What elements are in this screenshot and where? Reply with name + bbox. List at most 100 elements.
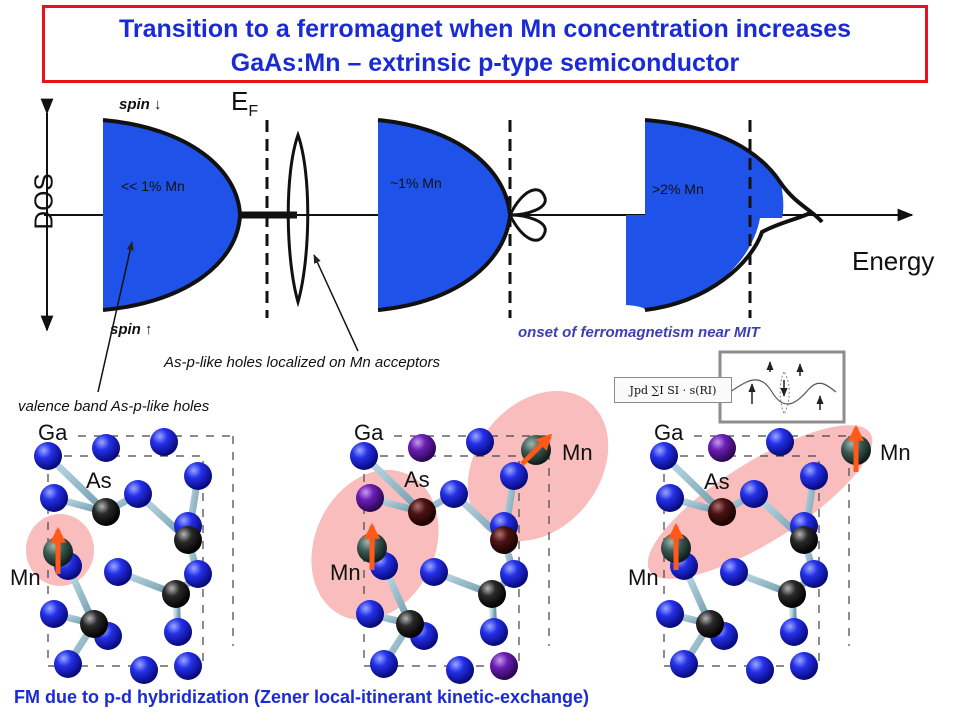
concentration-label-panel-3: >2% Mn	[652, 181, 704, 197]
ga-atom	[466, 428, 494, 456]
title-box: Transition to a ferromagnet when Mn conc…	[42, 5, 928, 83]
crystal-1-mn-label: Mn	[10, 565, 41, 590]
as-neighbor-atom	[408, 434, 436, 462]
ga-atom	[174, 652, 202, 680]
ga-atom	[800, 462, 828, 490]
as-atom	[174, 526, 202, 554]
fermi-letter: E	[231, 86, 249, 116]
ga-atom	[446, 656, 474, 684]
ga-atom	[766, 428, 794, 456]
exchange-inset	[718, 350, 846, 424]
ga-atom	[184, 462, 212, 490]
ga-atom	[92, 434, 120, 462]
crystal-2-mn-label-lower: Mn	[330, 560, 361, 585]
spin-up-arrow-icon: ↑	[145, 321, 153, 338]
ga-atom	[150, 428, 178, 456]
as-atom	[778, 580, 806, 608]
spin-down-label: spin ↓	[119, 96, 162, 113]
concentration-label-panel-2: ~1% Mn	[390, 175, 442, 191]
crystal-3	[647, 424, 873, 684]
ga-atom	[370, 650, 398, 678]
as-atom	[708, 498, 736, 526]
ga-atom	[656, 600, 684, 628]
ga-atom	[670, 650, 698, 678]
band-panel-2	[378, 120, 510, 310]
ga-atom	[356, 600, 384, 628]
as-atom	[490, 526, 518, 554]
crystal-2	[311, 390, 609, 684]
ga-atom	[54, 650, 82, 678]
as-atom	[396, 610, 424, 638]
crystal-3-as-label: As	[704, 469, 730, 494]
crystal-3-ga-label: Ga	[654, 420, 684, 445]
fermi-subscript: F	[248, 103, 259, 121]
ga-atom	[130, 656, 158, 684]
as-neighbor-atom	[708, 434, 736, 462]
spin-up-text: spin	[110, 321, 141, 338]
concentration-label-panel-1: << 1% Mn	[121, 178, 185, 194]
acceptor-loop-panel-1	[286, 130, 310, 308]
as-atom	[162, 580, 190, 608]
ga-atom	[184, 560, 212, 588]
ga-atom	[720, 558, 748, 586]
as-atom	[790, 526, 818, 554]
ga-atom	[656, 484, 684, 512]
ga-atom	[420, 558, 448, 586]
fermi-level-label: EF	[231, 86, 258, 121]
ga-atom	[480, 618, 508, 646]
band-panel-3	[626, 120, 784, 310]
ga-atom	[746, 656, 774, 684]
crystal-1-ga-label: Ga	[38, 420, 68, 445]
band-edge-upper-panel-3	[644, 118, 824, 224]
ga-atom	[440, 480, 468, 508]
ga-atom	[650, 442, 678, 470]
crystal-1	[26, 428, 234, 684]
holes-localized-annotation: As-p-like holes localized on Mn acceptor…	[164, 354, 440, 371]
mn-spin-arrow-icon	[520, 433, 553, 466]
band-edge-lower-panel-3	[644, 210, 814, 312]
crystal-2-ga-label: Ga	[354, 420, 384, 445]
dos-diagram	[40, 98, 914, 393]
as-atom	[696, 610, 724, 638]
energy-axis-label: Energy	[852, 246, 935, 276]
spin-down-text: spin	[119, 96, 150, 113]
onset-annotation: onset of ferromagnetism near MIT	[518, 324, 760, 341]
crystal-structures	[26, 390, 873, 684]
exchange-formula: Jpd ∑I SI · s(RI)	[614, 377, 732, 403]
as-atom	[478, 580, 506, 608]
as-atom	[408, 498, 436, 526]
title-line-2: GaAs:Mn – extrinsic p-type semiconductor	[230, 49, 740, 77]
as-atom	[80, 610, 108, 638]
ga-atom	[800, 560, 828, 588]
valence-band-annotation: valence band As-p-like holes	[18, 398, 210, 415]
ga-atom	[350, 442, 378, 470]
band-panel-1	[103, 120, 240, 310]
ga-atom	[104, 558, 132, 586]
dos-axis-label: DOS	[28, 173, 59, 230]
as-neighbor-atom	[490, 652, 518, 680]
spin-down-arrow-icon: ↓	[154, 96, 162, 113]
footer-caption: FM due to p-d hybridization (Zener local…	[14, 687, 590, 707]
ga-atom	[740, 480, 768, 508]
hole-cloud	[467, 390, 609, 542]
as-atom	[92, 498, 120, 526]
crystal-1-as-label: As	[86, 468, 112, 493]
crystal-3-mn-label-lower: Mn	[628, 565, 659, 590]
pointer-holes-localized	[313, 254, 359, 352]
ga-atom	[780, 618, 808, 646]
ga-atom	[500, 560, 528, 588]
ga-atom	[164, 618, 192, 646]
title-line-1: Transition to a ferromagnet when Mn conc…	[118, 15, 852, 43]
ga-atom	[34, 442, 62, 470]
ga-atom	[500, 462, 528, 490]
ga-atom	[40, 600, 68, 628]
crystal-3-mn-label-upper: Mn	[880, 440, 911, 465]
ga-atom	[124, 480, 152, 508]
ga-atom	[790, 652, 818, 680]
pointer-valence-band	[97, 241, 134, 393]
as-neighbor-atom	[356, 484, 384, 512]
crystal-2-mn-label-upper: Mn	[562, 440, 593, 465]
crystal-2-as-label: As	[404, 467, 430, 492]
ga-atom	[40, 484, 68, 512]
